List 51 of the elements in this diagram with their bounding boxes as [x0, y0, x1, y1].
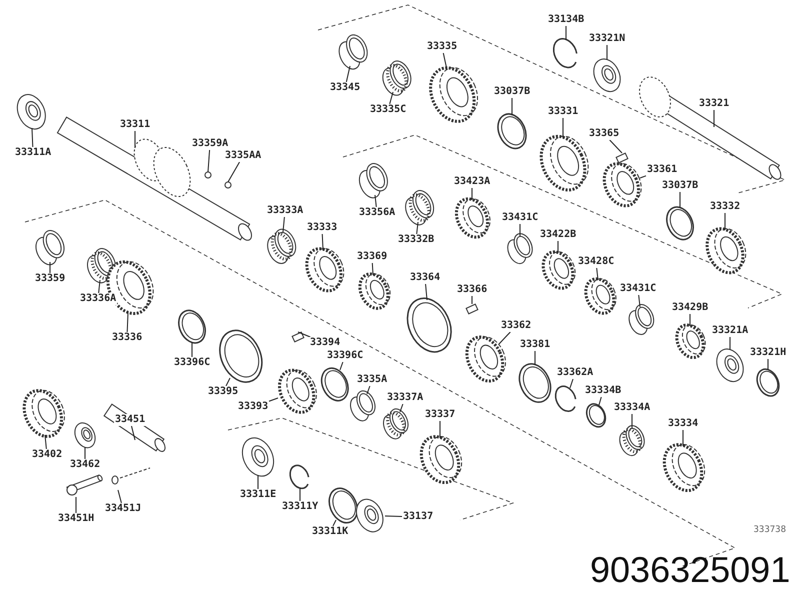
callout-number: 33335: [426, 41, 458, 53]
leader-line: [118, 490, 122, 504]
callout-number: 33334B: [584, 385, 622, 397]
leader-line: [44, 434, 47, 450]
leader-line: [596, 268, 598, 280]
callout-number: 33362: [500, 320, 532, 332]
callout-number: 3335A: [356, 374, 388, 386]
leader-line: [32, 128, 34, 148]
leader-line: [340, 362, 344, 370]
leader-line: [534, 350, 536, 366]
leader-line: [609, 140, 622, 154]
leader-line: [682, 430, 684, 446]
leader-line: [126, 312, 128, 332]
leader-line: [98, 280, 100, 294]
callout-number: 33365: [588, 128, 620, 140]
callout-number: 33336A: [79, 293, 118, 305]
callout-number: 33362A: [556, 367, 594, 379]
callout-number: 33361: [646, 164, 678, 176]
leader-line: [389, 92, 394, 104]
leader-line: [374, 194, 377, 208]
leader-line: [416, 222, 418, 234]
leader-line: [298, 332, 311, 338]
leader-line: [442, 52, 448, 70]
leader-line: [84, 446, 86, 460]
callout-number: 33337A: [386, 392, 424, 404]
callout-number: 3335AA: [224, 150, 262, 162]
leader-line: [598, 396, 602, 406]
leader-line: [346, 66, 350, 82]
leader-line: [498, 332, 511, 344]
leader-line: [322, 234, 324, 250]
leader-line: [134, 130, 136, 148]
leader-line: [282, 216, 285, 232]
leader-line: [208, 150, 210, 172]
leader-line: [562, 118, 564, 138]
leader-line: [268, 398, 278, 402]
leader-line: [640, 175, 646, 178]
leader-line: [425, 284, 428, 300]
leader-line: [724, 212, 726, 230]
drawing-number: 333738: [754, 525, 786, 535]
part-number: 9036325091: [590, 549, 790, 591]
leader-line: [384, 516, 402, 518]
callout-number: 33451: [114, 414, 146, 426]
leader-line: [366, 386, 370, 394]
leader-line: [570, 378, 574, 388]
leader-line: [606, 44, 608, 60]
leader-line: [638, 294, 640, 308]
callout-number: 33396C: [326, 350, 364, 362]
leader-line: [228, 162, 240, 182]
leader-line: [131, 426, 136, 440]
leader-line: [400, 404, 404, 412]
leader-line: [372, 262, 374, 276]
